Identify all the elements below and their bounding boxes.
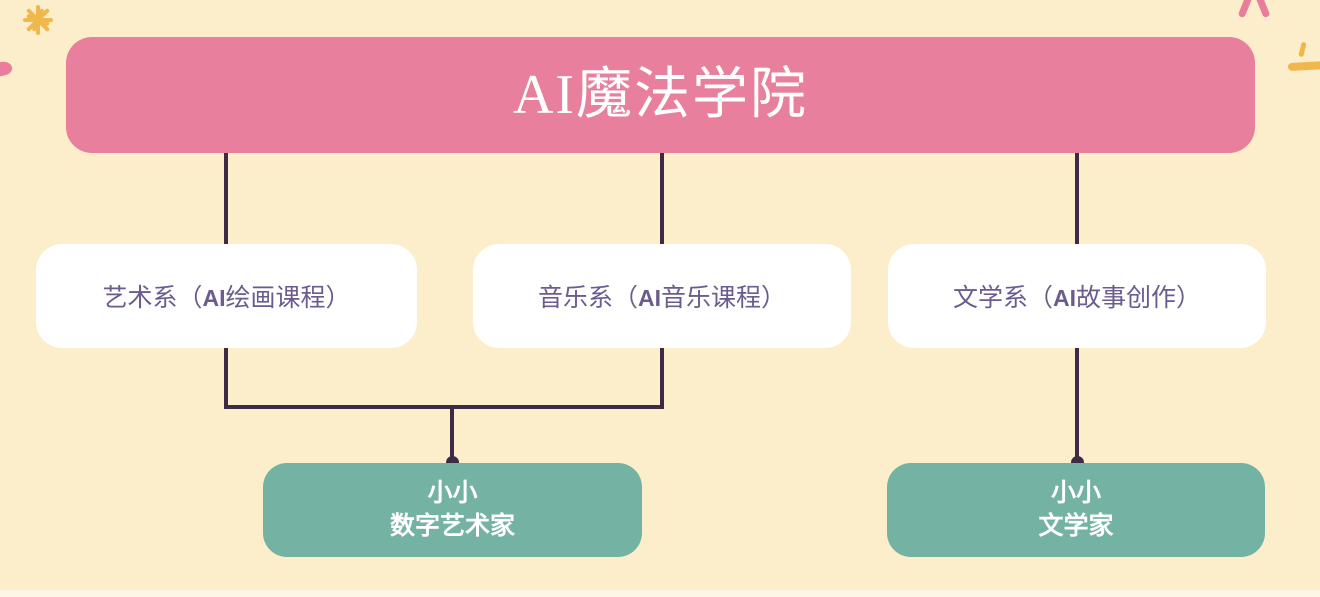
connector-merge-bar — [224, 405, 664, 409]
starburst-icon — [10, 0, 66, 48]
node-outcome-writer[interactable]: 小小 文学家 — [887, 463, 1265, 557]
root-title: AI魔法学院 — [512, 64, 809, 126]
tick-decoration — [1298, 41, 1307, 58]
department-music-label: 音乐系（AI音乐课程） — [537, 285, 787, 312]
dash-decoration — [1287, 60, 1320, 72]
connector-merge-drop — [450, 405, 454, 465]
department-literature-label: 文学系（AI故事创作） — [952, 285, 1202, 312]
outcome-writer-line1: 小小 — [1050, 480, 1101, 507]
department-art-label: 艺术系（AI绘画课程） — [102, 285, 351, 312]
connector-root-to-lit — [1075, 152, 1079, 246]
outcome-writer-line2: 文学家 — [1038, 513, 1114, 540]
node-root[interactable]: AI魔法学院 — [66, 37, 1255, 153]
bottom-strip — [0, 590, 1320, 597]
node-outcome-digital-artist[interactable]: 小小 数字艺术家 — [263, 463, 642, 557]
node-department-art[interactable]: 艺术系（AI绘画课程） — [36, 244, 417, 348]
connector-music-down — [660, 346, 664, 409]
connector-lit-down — [1075, 346, 1079, 465]
chevron-down-icon — [1237, 0, 1271, 22]
connector-root-to-art — [224, 152, 228, 246]
connector-root-to-music — [660, 152, 664, 246]
pink-blob-decoration — [0, 59, 14, 79]
node-department-literature[interactable]: 文学系（AI故事创作） — [888, 244, 1266, 348]
node-department-music[interactable]: 音乐系（AI音乐课程） — [473, 244, 851, 348]
connector-art-down — [224, 346, 228, 409]
outcome-digital-artist-line2: 数字艺术家 — [389, 513, 515, 540]
outcome-digital-artist-line1: 小小 — [427, 480, 478, 507]
